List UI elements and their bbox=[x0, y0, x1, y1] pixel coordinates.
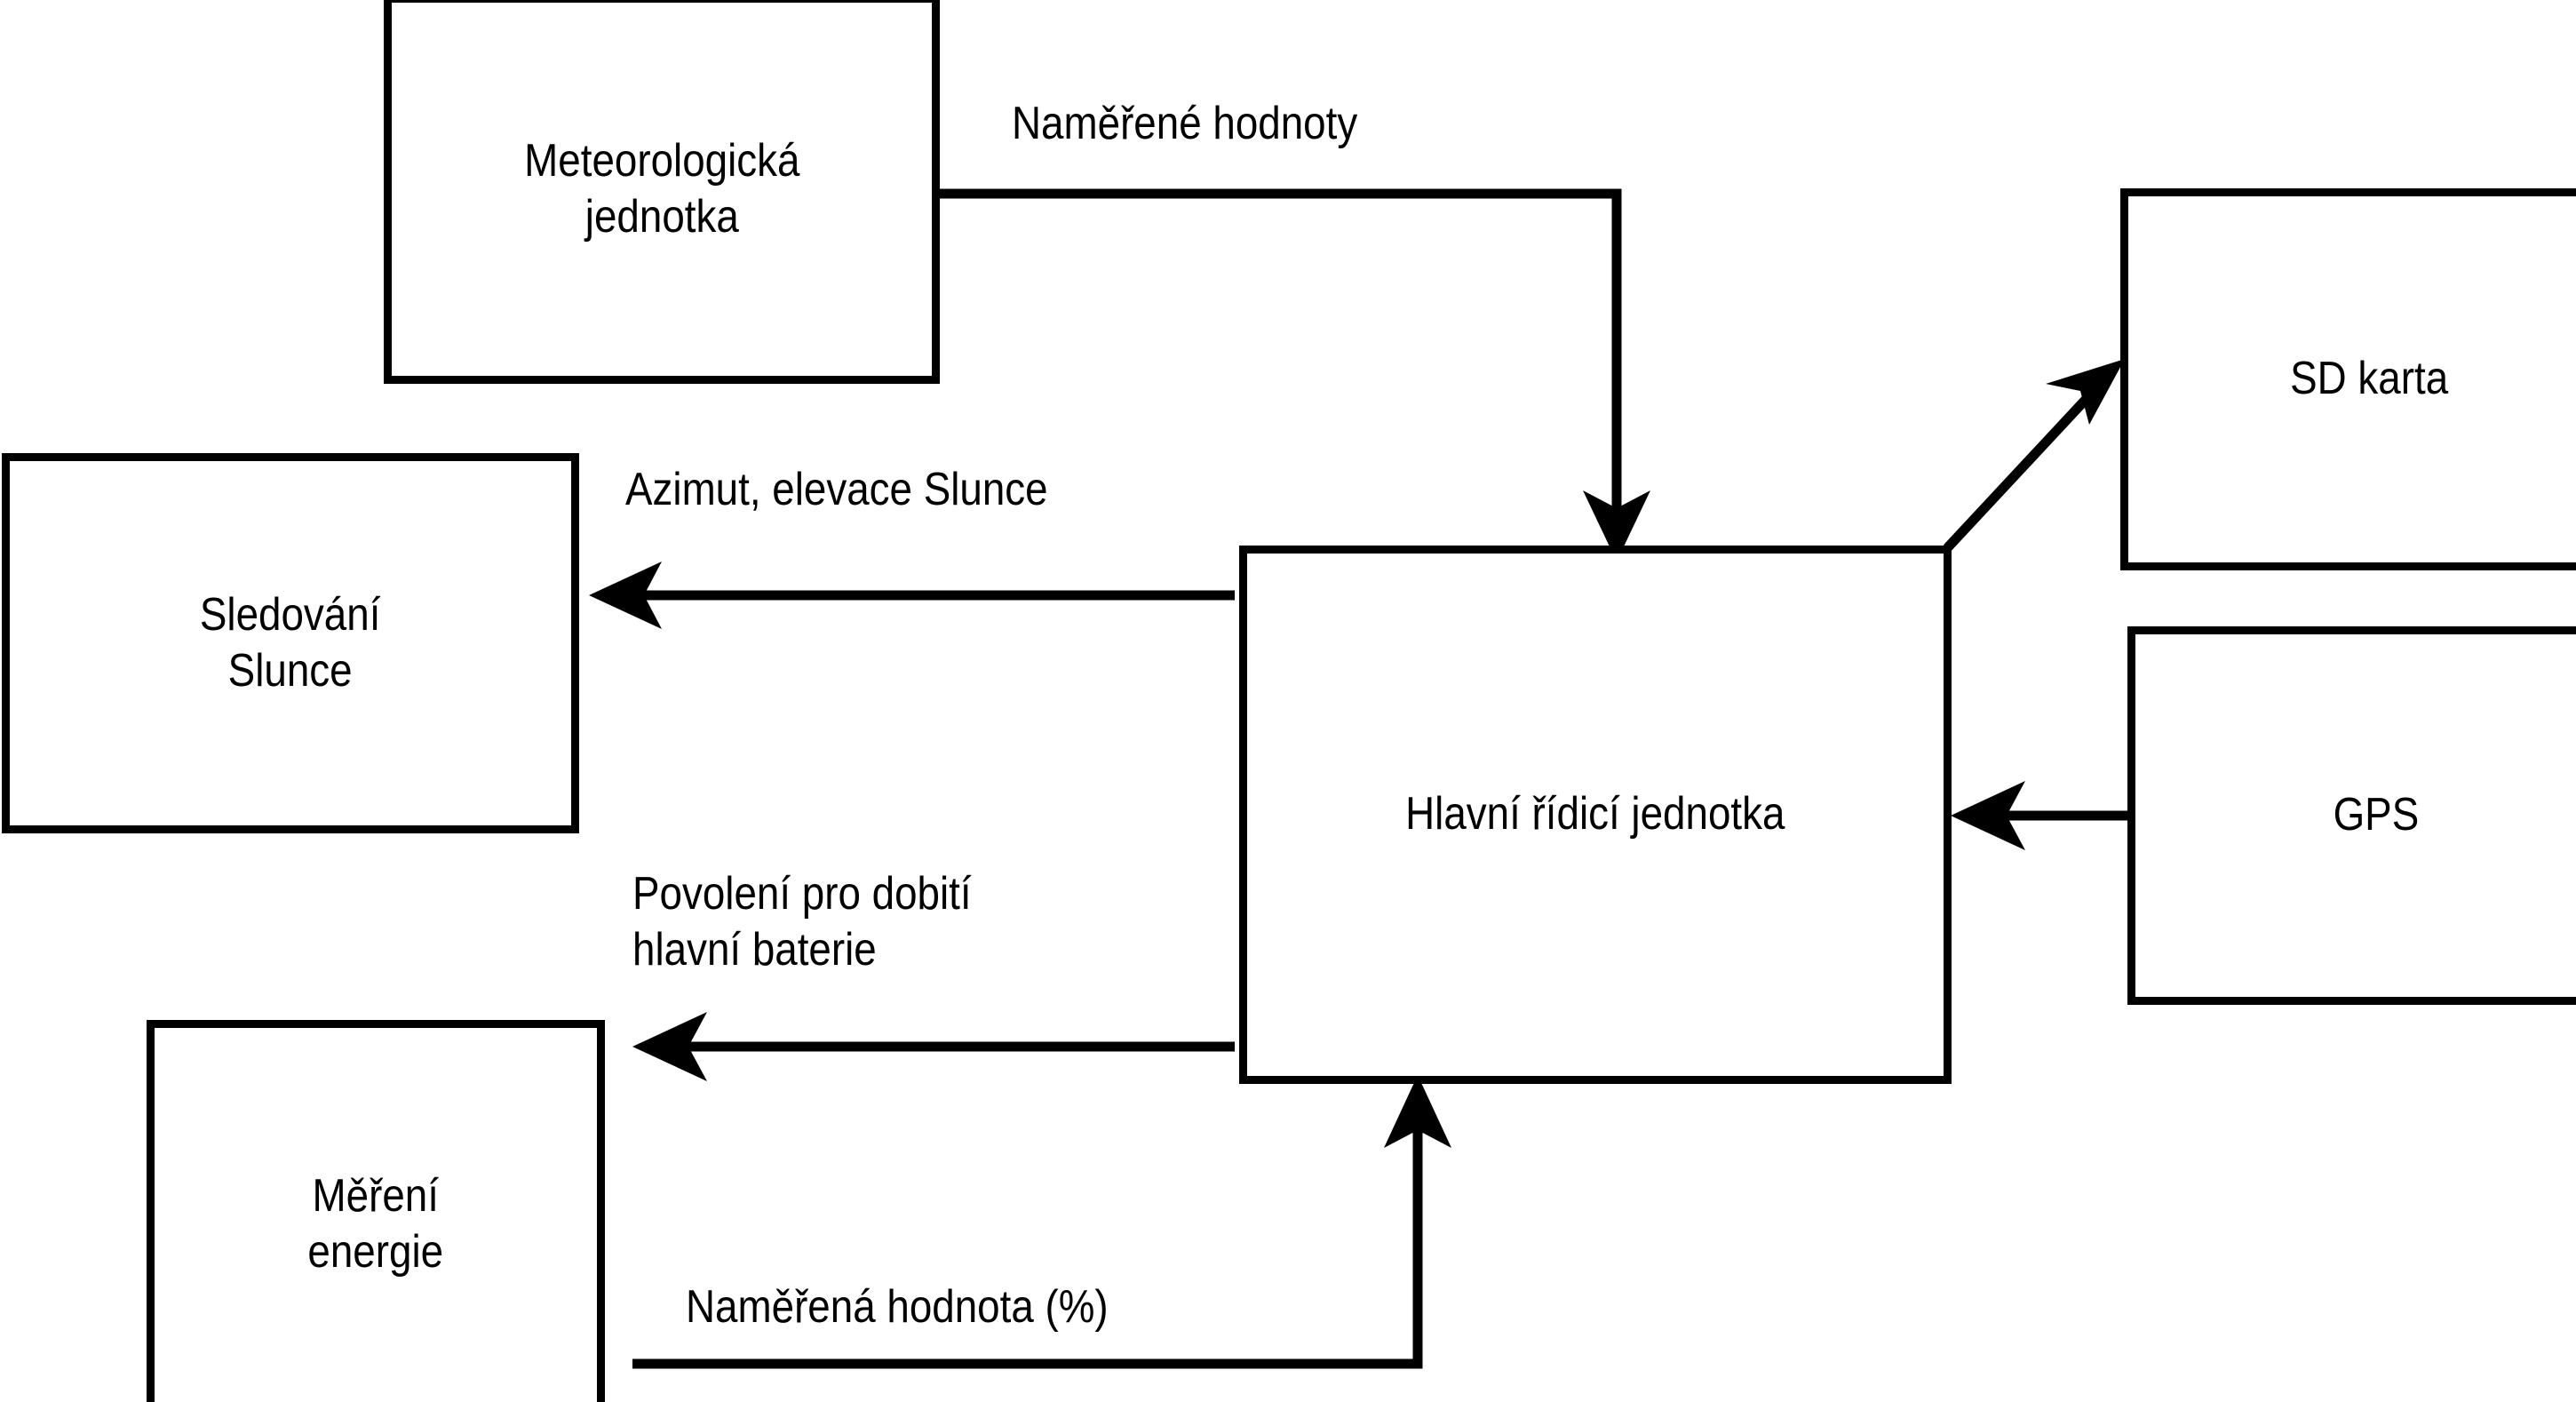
arrowhead-left bbox=[589, 562, 662, 629]
edge-label-azimut-elevace-slunce: Azimut, elevace Slunce bbox=[625, 464, 1048, 515]
edge-label-povoleni-pro-dobiti: Povolení pro dobití hlavní baterie bbox=[632, 868, 972, 976]
node-label: Hlavní řídicí jednotka bbox=[1405, 788, 1785, 840]
edge-mereni-to-main bbox=[632, 1075, 1451, 1369]
edge-main-to-sdkarta bbox=[1943, 359, 2125, 552]
node-label: Sledování Slunce bbox=[200, 588, 381, 697]
node-label: Měření energie bbox=[307, 1169, 444, 1278]
node-sd-karta[interactable]: SD karta bbox=[2120, 188, 2576, 570]
edge-main-to-sledovani bbox=[589, 562, 1235, 629]
arrowhead-diagonal bbox=[2046, 359, 2125, 425]
arrowhead-up bbox=[1384, 1075, 1451, 1148]
node-meteorologicka-jednotka[interactable]: Meteorologická jednotka bbox=[384, 0, 940, 384]
node-label: Meteorologická jednotka bbox=[523, 134, 800, 243]
arrowhead-down bbox=[1583, 490, 1650, 562]
node-label: SD karta bbox=[2289, 353, 2449, 405]
edge-main-to-mereni bbox=[632, 1012, 1235, 1081]
node-hlavni-ridici-jednotka[interactable]: Hlavní řídicí jednotka bbox=[1239, 546, 1952, 1084]
edge-label-namerene-hodnoty: Naměřené hodnoty bbox=[1012, 98, 1358, 149]
edge-gps-to-main bbox=[1951, 781, 2127, 850]
node-label: GPS bbox=[2333, 789, 2420, 841]
edge-label-namerena-hodnota: Naměřená hodnota (%) bbox=[686, 1281, 1109, 1333]
edge-meteo-to-main bbox=[939, 188, 1650, 562]
node-mereni-energie[interactable]: Měření energie bbox=[147, 1020, 605, 1402]
node-sledovani-slunce[interactable]: Sledování Slunce bbox=[2, 453, 579, 833]
arrowhead-left bbox=[1951, 781, 2025, 850]
arrowhead-left bbox=[632, 1012, 707, 1081]
node-gps[interactable]: GPS bbox=[2127, 626, 2576, 1005]
